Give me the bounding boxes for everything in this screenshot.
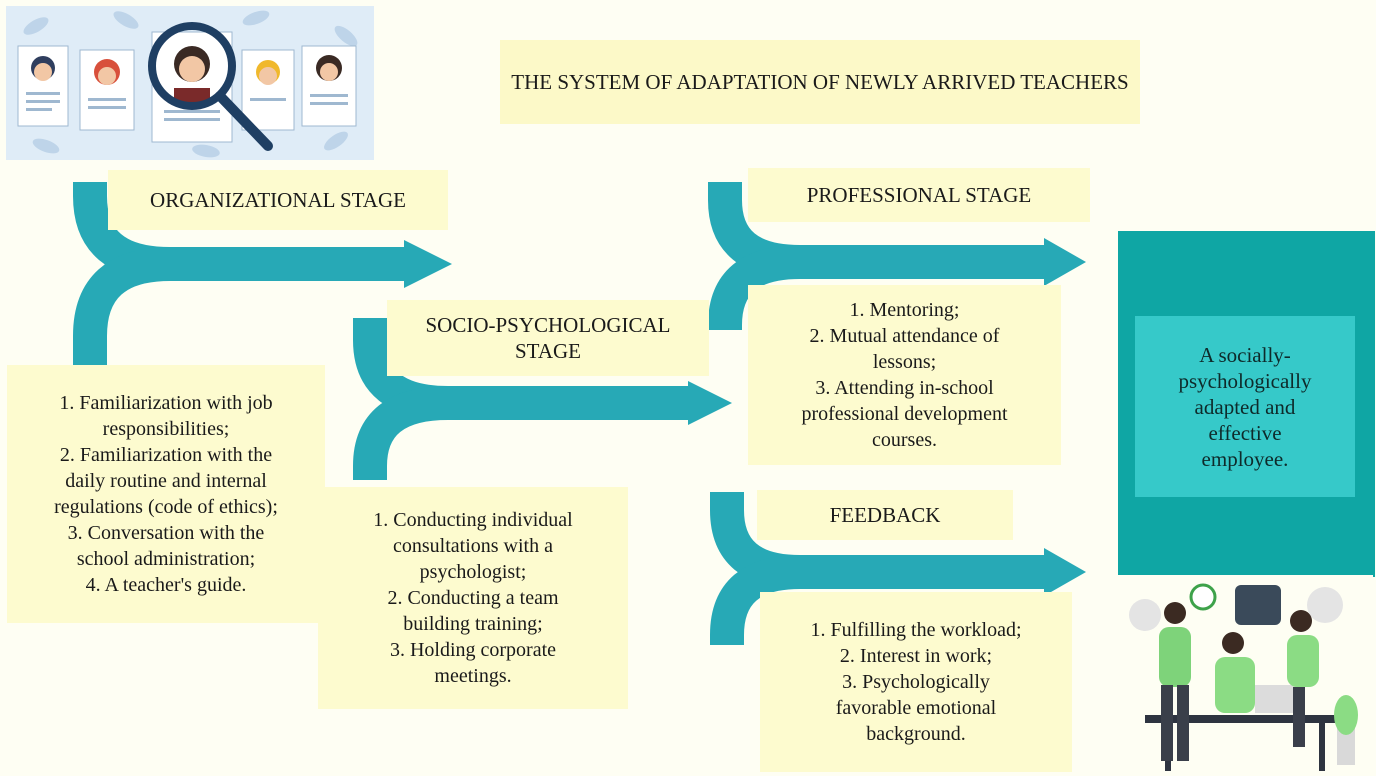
list-item: 2. Familiarization with the	[59, 444, 273, 466]
professional-arrow-lower	[708, 245, 801, 330]
list-item: consultations with a	[393, 535, 553, 557]
professional-arrowhead	[1044, 238, 1086, 286]
professional-stage-items: 1. Mentoring; 2. Mutual attendance of le…	[748, 285, 1061, 465]
list-item: background.	[866, 723, 966, 745]
list-item: 1. Fulfilling the workload;	[810, 619, 1022, 641]
list-item: regulations (code of ethics);	[54, 496, 278, 518]
socio-stage-text-line2: STAGE	[515, 339, 581, 363]
list-item: meetings.	[434, 665, 512, 687]
result-line: adapted and	[1194, 394, 1296, 419]
list-item: professional development	[801, 403, 1008, 425]
list-item: lessons;	[872, 351, 937, 373]
professional-stage-text: PROFESSIONAL STAGE	[806, 182, 1032, 207]
list-item: daily routine and internal	[65, 470, 267, 492]
socio-psychological-stage-items: 1. Conducting individual consultations w…	[318, 487, 628, 709]
list-item: responsibilities;	[102, 418, 230, 440]
socio-psychological-stage-label: SOCIO-PSYCHOLOGICAL STAGE	[387, 300, 709, 376]
list-item: courses.	[872, 429, 937, 451]
list-item: school administration;	[76, 548, 256, 570]
feedback-arrow-lower	[710, 555, 801, 645]
list-item: 3. Conversation with the	[67, 522, 265, 544]
organizational-arrowhead	[404, 240, 452, 288]
list-item: 2. Conducting a team	[387, 587, 559, 609]
list-item: favorable emotional	[835, 697, 997, 719]
team-illustration	[1105, 575, 1373, 773]
diagram-title-text: THE SYSTEM OF ADAPTATION OF NEWLY ARRIVE…	[511, 70, 1129, 94]
socio-arrow-lower	[353, 386, 449, 480]
socio-stage-text-line1: SOCIO-PSYCHOLOGICAL	[425, 313, 671, 337]
list-item: 1. Conducting individual	[373, 509, 573, 531]
professional-stage-label: PROFESSIONAL STAGE	[748, 168, 1090, 222]
feedback-stage-label: FEEDBACK	[757, 490, 1013, 540]
socio-arrowhead	[688, 381, 732, 425]
result-line: A socially-	[1199, 342, 1291, 367]
feedback-stage-text: FEEDBACK	[829, 502, 941, 527]
list-item: 2. Mutual attendance of	[809, 325, 1000, 347]
organizational-arrow-lower	[73, 247, 171, 390]
feedback-arrowhead	[1044, 548, 1086, 596]
recruitment-magnifier-icon	[6, 6, 374, 160]
list-item: 3. Psychologically	[842, 671, 990, 693]
team-collaboration-icon	[1105, 575, 1373, 773]
list-item: psychologist;	[419, 561, 527, 583]
list-item: 4. A teacher's guide.	[85, 574, 247, 596]
list-item: 1. Mentoring;	[849, 299, 960, 321]
result-line: effective	[1208, 420, 1282, 445]
list-item: building training;	[403, 613, 543, 635]
list-item: 3. Holding corporate	[389, 639, 557, 661]
list-item: 2. Interest in work;	[839, 645, 993, 667]
result-line: employee.	[1201, 446, 1289, 471]
feedback-stage-items: 1. Fulfilling the workload; 2. Interest …	[760, 592, 1072, 772]
organizational-stage-items: 1. Familiarization with job responsibili…	[7, 365, 325, 623]
result-line: psychologically	[1178, 368, 1312, 393]
diagram-title: THE SYSTEM OF ADAPTATION OF NEWLY ARRIVE…	[500, 40, 1140, 124]
result-box: A socially- psychologically adapted and …	[1135, 316, 1355, 497]
organizational-stage-text: ORGANIZATIONAL STAGE	[150, 187, 406, 212]
recruitment-illustration	[6, 6, 374, 160]
organizational-stage-label: ORGANIZATIONAL STAGE	[108, 170, 448, 230]
list-item: 1. Familiarization with job	[59, 392, 273, 414]
list-item: 3. Attending in-school	[815, 377, 994, 399]
